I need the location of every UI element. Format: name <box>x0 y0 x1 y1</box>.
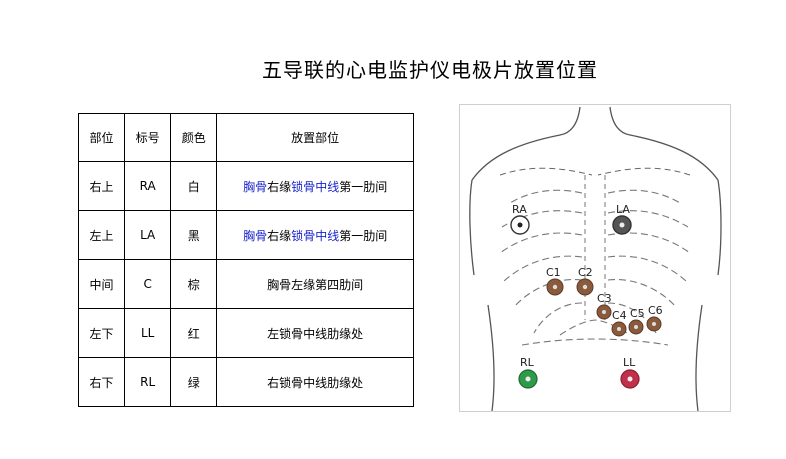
left-clavicle <box>499 167 593 176</box>
cell-color: 红 <box>170 308 218 358</box>
text-right-edge: 右缘 <box>267 179 292 194</box>
chest-electrode-diagram: RA LA C1 C2 C3 C4 C5 <box>459 104 731 412</box>
electrode-la: LA <box>612 203 632 235</box>
text-first-intercostal: 第一肋间 <box>339 228 388 243</box>
cell-code: RA <box>124 161 172 211</box>
label-rl: RL <box>520 356 535 369</box>
cell-position: 胸骨左缘第四肋间 <box>216 259 414 309</box>
text-right-edge: 右缘 <box>267 228 292 243</box>
sternum <box>584 175 606 320</box>
electrode-c5: C5 <box>628 307 645 335</box>
cell-position: 胸骨右缘锁骨中线第一肋间 <box>216 210 414 260</box>
cell-code: LA <box>124 210 172 260</box>
header-position: 放置部位 <box>216 113 414 162</box>
link-midclavicular[interactable]: 锁骨中线 <box>291 179 340 194</box>
electrode-c2: C2 <box>576 266 594 296</box>
torso-right-arm-line <box>717 179 722 276</box>
label-la: LA <box>616 203 630 216</box>
table-header-row: 部位 标号 颜色 放置部位 <box>77 113 414 162</box>
torso-right-shoulder <box>609 106 719 181</box>
label-ra: RA <box>512 203 527 216</box>
torso-illustration: RA LA C1 C2 C3 C4 C5 <box>469 106 722 411</box>
cell-color: 绿 <box>170 357 218 407</box>
cell-code: LL <box>124 308 172 358</box>
electrode-c6: C6 <box>646 304 663 332</box>
cell-position: 右锁骨中线肋缘处 <box>216 357 414 407</box>
label-c2: C2 <box>578 266 593 279</box>
cell-part: 右下 <box>77 357 126 407</box>
cell-position: 左锁骨中线肋缘处 <box>216 308 414 358</box>
label-c4: C4 <box>612 309 627 322</box>
cell-part: 左下 <box>77 308 126 358</box>
right-clavicle <box>597 167 691 176</box>
cell-color: 黑 <box>170 210 218 260</box>
electrode-table: 部位 标号 颜色 放置部位 右上 RA 白 胸骨右缘锁骨中线第一肋间 左上 LA… <box>77 113 414 407</box>
electrode-c4: C4 <box>611 309 627 337</box>
label-c3: C3 <box>597 292 612 305</box>
table-row: 中间 C 棕 胸骨左缘第四肋间 <box>77 259 414 309</box>
cell-part: 左上 <box>77 210 126 260</box>
cell-part: 右上 <box>77 161 126 211</box>
cell-color: 白 <box>170 161 218 211</box>
torso-right-side <box>695 304 703 411</box>
cell-position: 胸骨右缘锁骨中线第一肋间 <box>216 161 414 211</box>
table-row: 右下 RL 绿 右锁骨中线肋缘处 <box>77 357 414 407</box>
cell-code: C <box>124 259 172 309</box>
electrode-ll: LL <box>620 356 640 389</box>
electrode-c3: C3 <box>596 292 612 320</box>
label-c1: C1 <box>546 266 561 279</box>
rib-cage <box>499 189 691 346</box>
table-row: 左上 LA 黑 胸骨右缘锁骨中线第一肋间 <box>77 210 414 260</box>
table-row: 左下 LL 红 左锁骨中线肋缘处 <box>77 308 414 358</box>
label-ll: LL <box>623 356 636 369</box>
electrode-rl: RL <box>518 356 538 389</box>
label-c6: C6 <box>648 304 663 317</box>
link-sternum[interactable]: 胸骨 <box>243 228 268 243</box>
header-code: 标号 <box>124 113 172 162</box>
text-first-intercostal: 第一肋间 <box>339 179 388 194</box>
electrode-ra: RA <box>510 203 530 235</box>
cell-color: 棕 <box>170 259 218 309</box>
label-c5: C5 <box>630 307 645 320</box>
torso-left-shoulder <box>471 106 581 181</box>
torso-left-side <box>487 304 495 411</box>
link-sternum[interactable]: 胸骨 <box>243 179 268 194</box>
header-color: 颜色 <box>170 113 218 162</box>
electrode-c1: C1 <box>546 266 564 296</box>
page-title: 五导联的心电监护仪电极片放置位置 <box>262 58 598 82</box>
link-midclavicular[interactable]: 锁骨中线 <box>291 228 340 243</box>
cell-part: 中间 <box>77 259 126 309</box>
header-part: 部位 <box>77 113 126 162</box>
torso-left-arm-line <box>469 179 475 276</box>
cell-code: RL <box>124 357 172 407</box>
table-row: 右上 RA 白 胸骨右缘锁骨中线第一肋间 <box>77 161 414 211</box>
